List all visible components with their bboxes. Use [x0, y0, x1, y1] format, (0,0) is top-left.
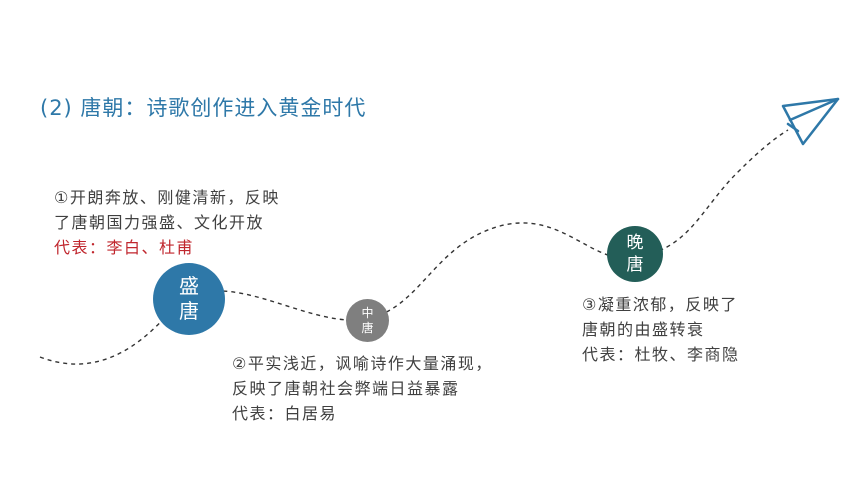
late-tang-node-char-2: 唐	[626, 255, 644, 275]
high-tang-description: ①开朗奔放、刚健清新，反映 了唐朝国力强盛、文化开放 代表：李白、杜甫	[54, 185, 280, 260]
mid-tang-node: 中 唐	[346, 299, 389, 342]
mid-tang-node-char-1: 中	[361, 305, 374, 320]
mid-tang-line-2: 反映了唐朝社会弊端日益暴露	[232, 379, 460, 398]
high-tang-line-1: ①开朗奔放、刚健清新，反映	[54, 188, 280, 207]
late-tang-node-char-1: 晚	[626, 233, 644, 253]
mid-tang-representatives: 代表：白居易	[232, 404, 338, 423]
late-tang-node: 晚 唐	[607, 226, 663, 282]
paper-plane-icon	[781, 97, 840, 146]
late-tang-line-1: ③凝重浓郁，反映了	[582, 295, 738, 314]
late-tang-description: ③凝重浓郁，反映了 唐朝的由盛转衰 代表：杜牧、李商隐	[582, 292, 740, 367]
high-tang-node-char-2: 唐	[179, 299, 199, 323]
mid-tang-node-char-2: 唐	[361, 320, 374, 335]
page-title: (2) 唐朝：诗歌创作进入黄金时代	[40, 96, 367, 120]
high-tang-line-2: 了唐朝国力强盛、文化开放	[54, 213, 265, 232]
late-tang-line-2: 唐朝的由盛转衰	[582, 320, 705, 339]
mid-tang-description: ②平实浅近，讽喻诗作大量涌现， 反映了唐朝社会弊端日益暴露 代表：白居易	[232, 351, 493, 426]
high-tang-representatives: 代表：李白、杜甫	[54, 238, 195, 257]
late-tang-representatives: 代表：杜牧、李商隐	[582, 345, 740, 364]
high-tang-node: 盛 唐	[153, 263, 225, 335]
mid-tang-line-1: ②平实浅近，讽喻诗作大量涌现，	[232, 354, 493, 373]
high-tang-node-char-1: 盛	[179, 274, 199, 298]
